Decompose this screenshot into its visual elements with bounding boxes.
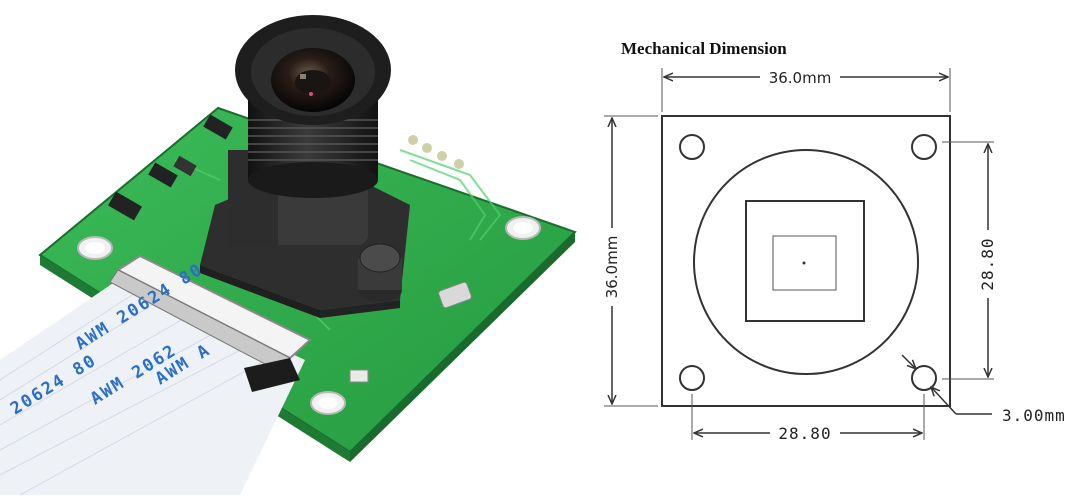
dimension-drawing-svg: Mechanical Dimension 36.0mm <box>603 39 1066 443</box>
board-outline <box>661 115 951 407</box>
mount-hole-bottom-left <box>679 365 705 391</box>
mount-hole-top-left <box>679 134 705 160</box>
dim-label-right-spacing: 28.80 <box>978 237 997 290</box>
camera-module-illustration: AWM 20624 80 AWM 2062 AWM A 20624 80 <box>0 15 577 496</box>
pcb-pads <box>408 135 464 169</box>
sensor-die-outline <box>772 235 837 291</box>
dim-label-bottom-spacing: 28.80 <box>778 424 831 443</box>
dim-label-top-width: 36.0mm <box>769 69 832 87</box>
mounting-holes <box>77 216 541 415</box>
mount-hole-top-right <box>911 134 937 160</box>
lens-outline-circle <box>693 149 919 375</box>
hole-callout-leader <box>931 387 957 415</box>
pcb-edge-right <box>350 232 575 462</box>
dim-label-left-height: 36.0mm <box>603 236 621 299</box>
mechanical-drawing: Mechanical Dimension 36.0mm <box>590 0 1091 495</box>
dim-label-hole-diameter: 3.00mm <box>1002 406 1066 425</box>
mount-hole-bottom-right <box>911 365 937 391</box>
camera-module-photo: AWM 20624 80 AWM 2062 AWM A 20624 80 <box>0 15 577 496</box>
sensor-outline <box>745 200 865 322</box>
drawing-title: Mechanical Dimension <box>621 39 787 58</box>
smd-components <box>108 114 472 383</box>
